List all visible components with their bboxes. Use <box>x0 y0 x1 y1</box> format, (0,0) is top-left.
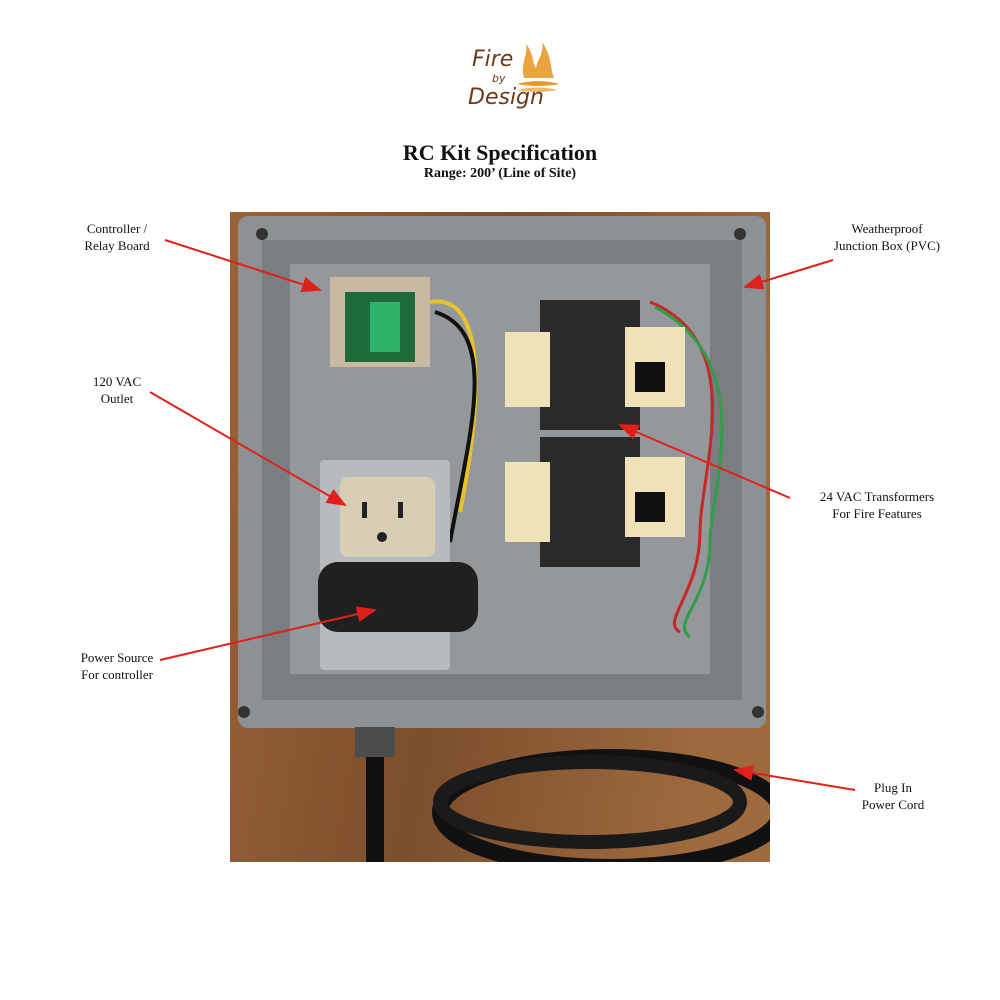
fire-by-design-logo: Fire by Design <box>468 42 560 110</box>
label-transformers: 24 VAC Transformers For Fire Features <box>819 489 935 521</box>
label-junction-box: Weatherproof Junction Box (PVC) <box>833 221 941 253</box>
label-power-source: Power Source For controller <box>80 650 154 682</box>
page-title: RC Kit Specification <box>402 140 598 165</box>
label-outlet: 120 VAC Outlet <box>92 374 142 406</box>
svg-text:Design: Design <box>468 85 544 110</box>
page-subtitle: Range: 200’ (Line of Site) <box>423 166 577 181</box>
rc-kit-photo <box>230 212 770 862</box>
svg-text:by: by <box>492 72 506 85</box>
svg-text:Fire: Fire <box>472 47 513 72</box>
label-power-cord: Plug In Power Cord <box>861 780 925 812</box>
label-controller: Controller / Relay Board <box>84 221 150 253</box>
